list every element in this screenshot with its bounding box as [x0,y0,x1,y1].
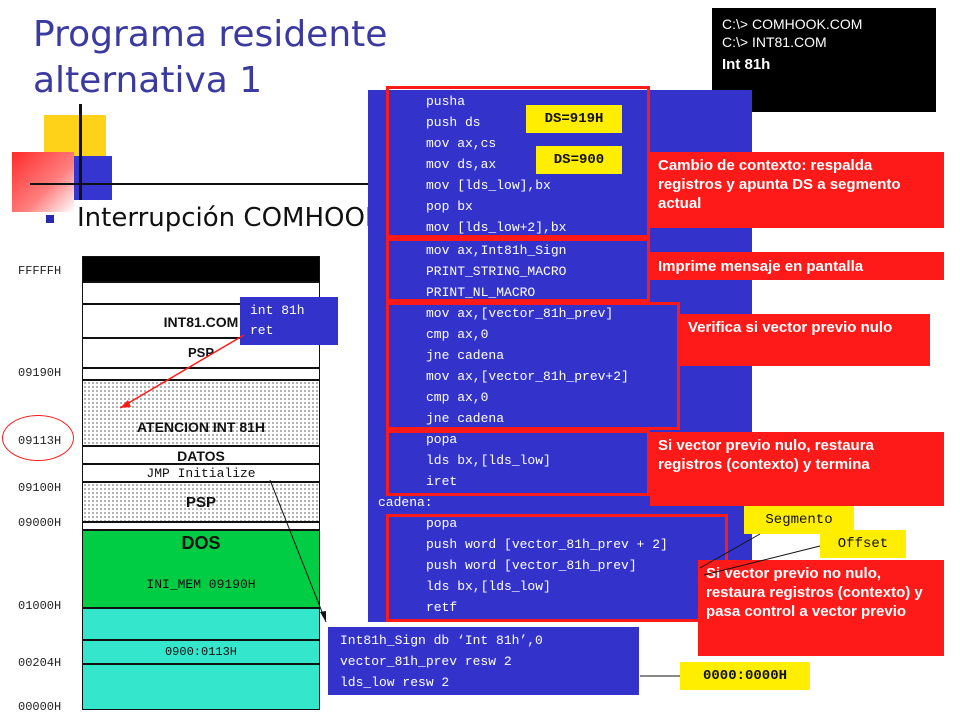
dos-label: DOS [181,533,221,553]
bullet-text: Interrupción COMHOOK [77,203,382,233]
code-line: PRINT_STRING_MACRO [426,264,567,279]
decor-vertical-line [79,104,82,200]
address-label: 09190H [18,366,62,380]
int81-line-2: ret [250,323,274,338]
vector-block: 0900:0113H [82,640,320,664]
verify-note: Verifica si vector previo nulo [680,314,930,366]
code-line: popa [426,516,458,531]
vector-table-block [82,664,320,710]
address-label: 09000H [18,516,62,530]
print-frame [386,238,650,302]
bullet-marker [46,215,54,223]
code-line: jne cadena [426,348,505,363]
code-label-cadena: cadena: [378,495,433,510]
psp-top-label: PSP [187,345,214,360]
title-line-1: Programa residente [33,14,388,55]
code-line: mov [lds_low+2],bx [426,220,567,235]
decor-red-square [12,152,74,212]
vector-upper-block [82,608,320,640]
page-title: Programa residente alternativa 1 [33,12,433,104]
address-label: 01000H [18,599,62,613]
data-declaration-panel: Int81h_Sign db ‘Int 81h’,0 vector_81h_pr… [328,627,639,695]
data-line: lds_low resw 2 [340,675,450,690]
memory-spacer-block [82,368,320,380]
address-label: 00000H [18,700,62,714]
code-line: mov ax,Int81h_Sign [426,243,567,258]
code-line: push word [vector_81h_prev + 2] [426,537,668,552]
code-line: cmp ax,0 [426,327,489,342]
ds-900-label: DS=900 [536,146,622,174]
command-line-2: C:\> INT81.COM [722,34,827,50]
dos-block: DOS INI_MEM 09190H [82,530,320,608]
title-line-2: alternativa 1 [33,60,263,101]
command-line-1: C:\> COMHOOK.COM [722,16,863,32]
address-label: 00204H [18,656,62,670]
code-line: jne cadena [426,411,505,426]
verify-frame [386,302,680,430]
data-line: Int81h_Sign db ‘Int 81h’,0 [340,633,543,648]
decor-horizontal-line [30,183,370,185]
atencion-label: ATENCION INT 81H [136,419,266,435]
context-frame [386,86,650,238]
vector-address-label: 0900:0113H [164,645,237,659]
code-panel: pusha push ds mov ax,cs mov ds,ax mov [l… [368,90,752,622]
if-not-null-frame [386,514,728,622]
code-line: push ds [426,115,481,130]
datos-label: DATOS [177,448,225,464]
psp-bottom-block: PSP [82,482,320,522]
code-line: retf [426,600,458,615]
code-line: pusha [426,94,466,109]
code-line: lds bx,[lds_low] [426,579,551,594]
code-line: PRINT_NL_MACRO [426,285,536,300]
segmento-label: Segmento [744,506,854,534]
if-null-frame [386,430,650,496]
datos-block: DATOS [82,446,320,464]
datos-arrow-head [320,611,326,622]
int81-line-1: int 81h [250,303,305,318]
code-line: mov [lds_low],bx [426,178,551,193]
psp-bottom-label: PSP [185,494,216,511]
ds-919-label: DS=919H [526,105,622,133]
if-not-null-note: Si vector previo no nulo, restaura regis… [698,560,944,656]
code-line: mov ax,cs [426,136,497,151]
highlight-circle [2,415,74,461]
code-line: push word [vector_81h_prev] [426,558,637,573]
if-null-note: Si vector previo nulo, restaura registro… [650,432,944,506]
memory-gap-block [82,522,320,530]
data-line: vector_81h_prev resw 2 [340,654,512,669]
ini-mem-label: INI_MEM 09190H [146,577,256,592]
memory-top-block [82,256,320,282]
jmp-label: JMP Initialize [146,466,256,481]
int81-com-label: INT81.COM [163,314,239,330]
atencion-block: ATENCION INT 81H [82,380,320,446]
context-note: Cambio de contexto: respalda registros y… [650,152,944,228]
zero-address-label: 0000:0000H [680,662,810,690]
offset-label: Offset [820,530,906,558]
code-line: mov ax,[vector_81h_prev+2] [426,369,629,384]
jmp-block: JMP Initialize [82,464,320,482]
code-line: mov ds,ax [426,157,497,172]
int81-call-box: int 81h ret [240,297,338,345]
address-label: FFFFFH [18,264,62,278]
code-line: lds bx,[lds_low] [426,453,551,468]
code-line: popa [426,432,458,447]
print-note: Imprime mensaje en pantalla [650,252,944,280]
command-line-3: Int 81h [722,56,771,73]
code-line: cmp ax,0 [426,390,489,405]
address-label: 09100H [18,481,62,495]
code-line: mov ax,[vector_81h_prev] [426,306,614,321]
code-line: iret [426,474,458,489]
code-line: pop bx [426,199,473,214]
